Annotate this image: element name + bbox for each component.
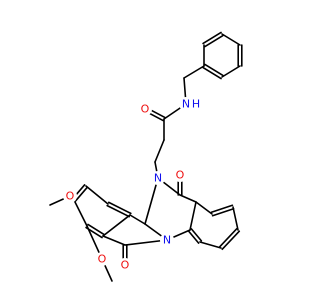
bond	[221, 230, 241, 251]
bond	[144, 177, 159, 225]
bond	[73, 199, 88, 227]
bond	[221, 33, 241, 46]
atom-label-o-meth2: O	[98, 253, 107, 266]
bond-layer	[49, 31, 243, 282]
bond	[190, 228, 203, 242]
bond	[195, 201, 213, 215]
atom-label-o-keto2: O	[121, 259, 130, 272]
atom-label-background	[160, 233, 174, 247]
bond	[74, 186, 89, 202]
bond	[85, 185, 109, 205]
bond	[102, 214, 131, 237]
atom-label-o-meth1: O	[66, 190, 75, 203]
atom-label-o-amide: O	[141, 103, 150, 116]
bond	[204, 63, 224, 77]
bond	[129, 214, 146, 225]
bond	[179, 194, 197, 203]
bond	[124, 239, 168, 246]
atom-label-background	[95, 252, 109, 266]
bond	[108, 201, 132, 215]
atom-label-background	[151, 171, 165, 185]
bond	[199, 241, 222, 249]
bond	[232, 206, 239, 231]
bond	[202, 31, 222, 45]
bond	[204, 34, 224, 48]
bond	[154, 139, 165, 163]
bond	[202, 66, 222, 80]
bond	[106, 204, 130, 218]
atom-label-background	[138, 102, 152, 116]
atom-label-n-ring: N	[154, 172, 162, 185]
atom-label-o-keto1: O	[176, 169, 185, 182]
bond	[102, 235, 126, 246]
bond	[221, 65, 241, 78]
bond	[183, 65, 205, 79]
atom-label-background	[63, 189, 77, 203]
atom-label-background	[118, 258, 132, 272]
atom-hydrogen-label: H	[192, 98, 200, 111]
bond	[187, 230, 200, 244]
bond	[210, 204, 234, 214]
bond	[189, 201, 197, 231]
atom-label-n-bridge: N	[163, 234, 171, 247]
bond	[218, 227, 238, 248]
atom-label-n-amide: N	[182, 98, 190, 111]
atom-label-background	[173, 168, 187, 182]
bond	[87, 223, 105, 236]
atom-label-background	[179, 97, 193, 111]
bond	[211, 207, 235, 217]
